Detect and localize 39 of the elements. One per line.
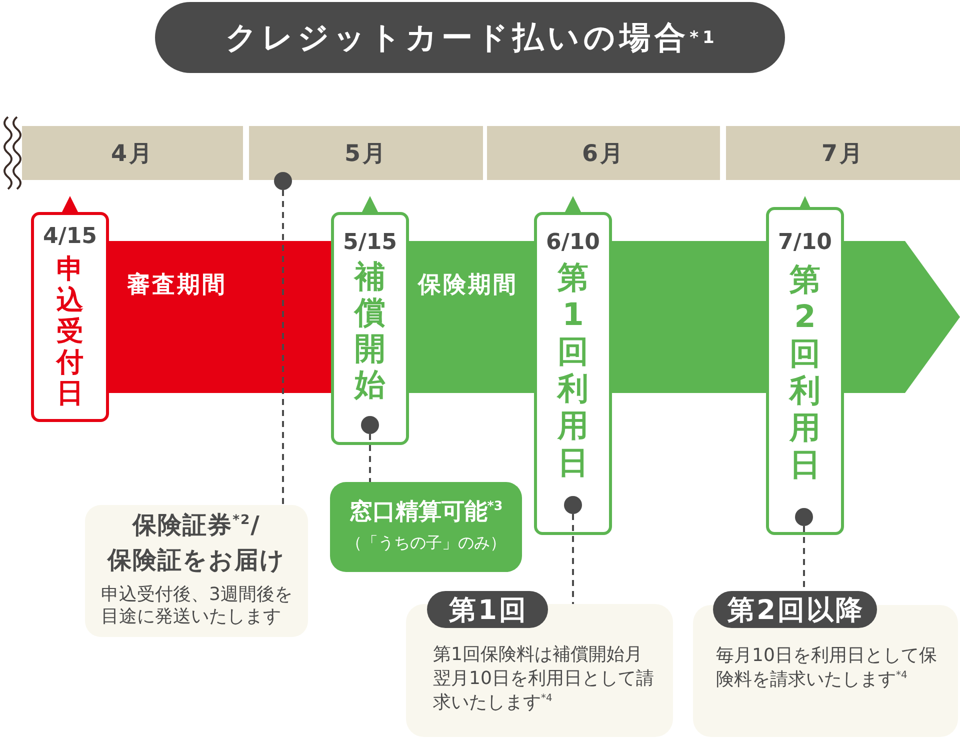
- dot-marker: [564, 496, 582, 514]
- month-band: 5月: [249, 126, 483, 180]
- date-label: 5/15: [343, 231, 397, 255]
- leader-line: [282, 190, 284, 505]
- note-card: [693, 591, 958, 737]
- event-label: 第1回利用日: [556, 260, 590, 482]
- month-band: 6月: [487, 126, 720, 180]
- month-band: 7月: [726, 126, 960, 180]
- heading-tag: 第1回: [427, 591, 548, 628]
- note-text: 毎月10日を利用日として保険料を請求いたします$^{*4}$: [716, 644, 938, 692]
- event-label: 第2回利用日: [788, 262, 822, 484]
- dot-marker: [274, 172, 292, 190]
- date-callout: [31, 196, 109, 422]
- heading-tag: 第2回以降: [713, 591, 877, 628]
- event-label: 補償開始: [352, 259, 386, 403]
- period-label: 保険期間: [418, 272, 518, 298]
- date-label: 4/15: [43, 225, 97, 249]
- dot-marker: [795, 508, 813, 526]
- event-label: 申込受付日: [54, 254, 84, 409]
- date-label: 7/10: [778, 231, 832, 255]
- note-text: 申込受付後、3週間後を目途に発送いたします: [101, 584, 294, 628]
- leader-line: [572, 514, 574, 604]
- date-callout: [766, 196, 844, 535]
- title-banner: クレジットカード払いの場合$^{*1}$: [155, 2, 785, 73]
- note-card: [85, 505, 308, 637]
- heading-text: 保険証券$^{*2}$/保険証をお届け: [106, 510, 286, 576]
- note-card: [330, 482, 522, 572]
- leader-line: [369, 434, 371, 482]
- note-text: 第1回保険料は補償開始月翌月10日を利用日として請求いたします$^{*4}$: [433, 643, 655, 715]
- month-band: 4月: [22, 126, 243, 180]
- period-band: [109, 241, 331, 393]
- note-text: （「うちの子」のみ）: [346, 532, 506, 554]
- dot-marker: [361, 416, 379, 434]
- date-callout: [534, 196, 612, 535]
- highlight-text: 窓口精算可能$^{*3}$: [349, 498, 503, 526]
- period-label: 審査期間: [127, 272, 227, 298]
- note-card: [406, 591, 673, 737]
- date-label: 6/10: [546, 231, 600, 255]
- date-callout: [331, 196, 409, 445]
